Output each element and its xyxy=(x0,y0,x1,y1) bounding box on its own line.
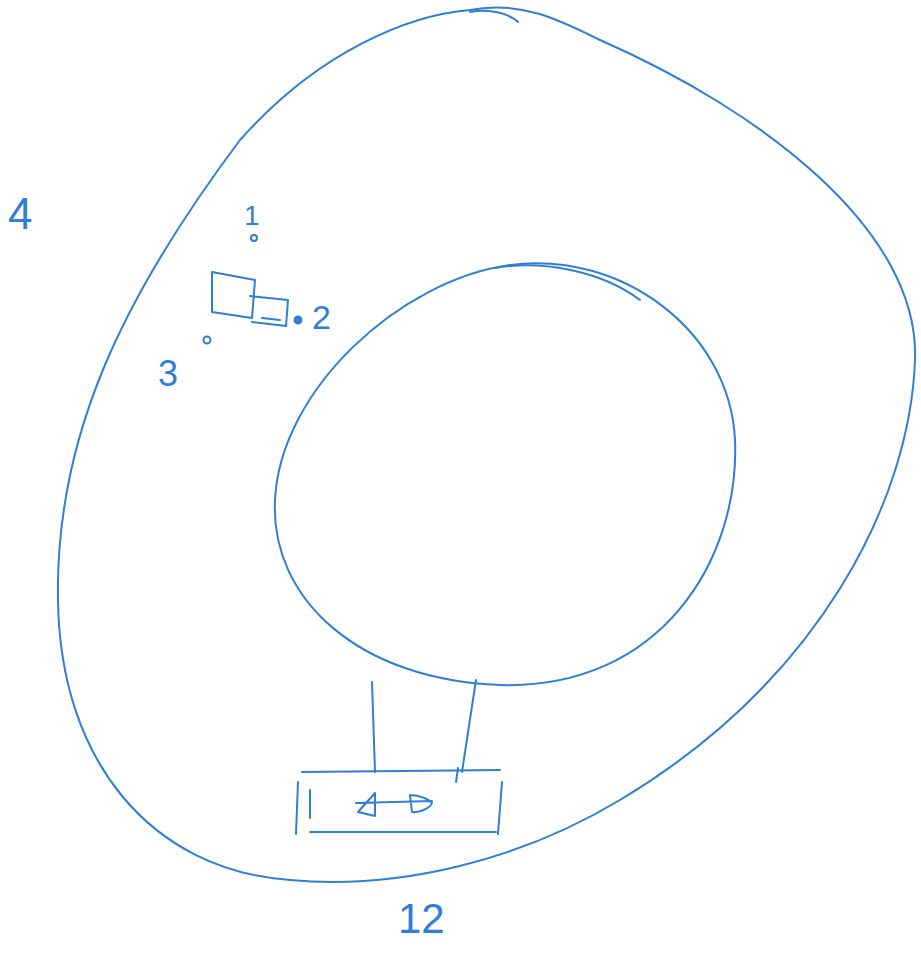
callout-number: 3 xyxy=(158,356,178,392)
lens-symbol xyxy=(356,793,432,816)
top-seam xyxy=(470,11,518,22)
point-dot xyxy=(204,337,211,344)
sensor-block xyxy=(212,272,288,326)
callout-number: 12 xyxy=(398,898,445,940)
point-dot xyxy=(251,235,257,241)
outer-outline xyxy=(58,7,915,882)
stem xyxy=(372,680,476,782)
point-dot xyxy=(295,317,302,324)
callout-number: 4 xyxy=(8,192,32,236)
base-box xyxy=(296,770,502,834)
callout-number: 2 xyxy=(312,300,331,334)
inner-outline xyxy=(275,263,735,685)
inner-rim xyxy=(495,265,640,300)
callout-number: 1 xyxy=(244,202,260,230)
